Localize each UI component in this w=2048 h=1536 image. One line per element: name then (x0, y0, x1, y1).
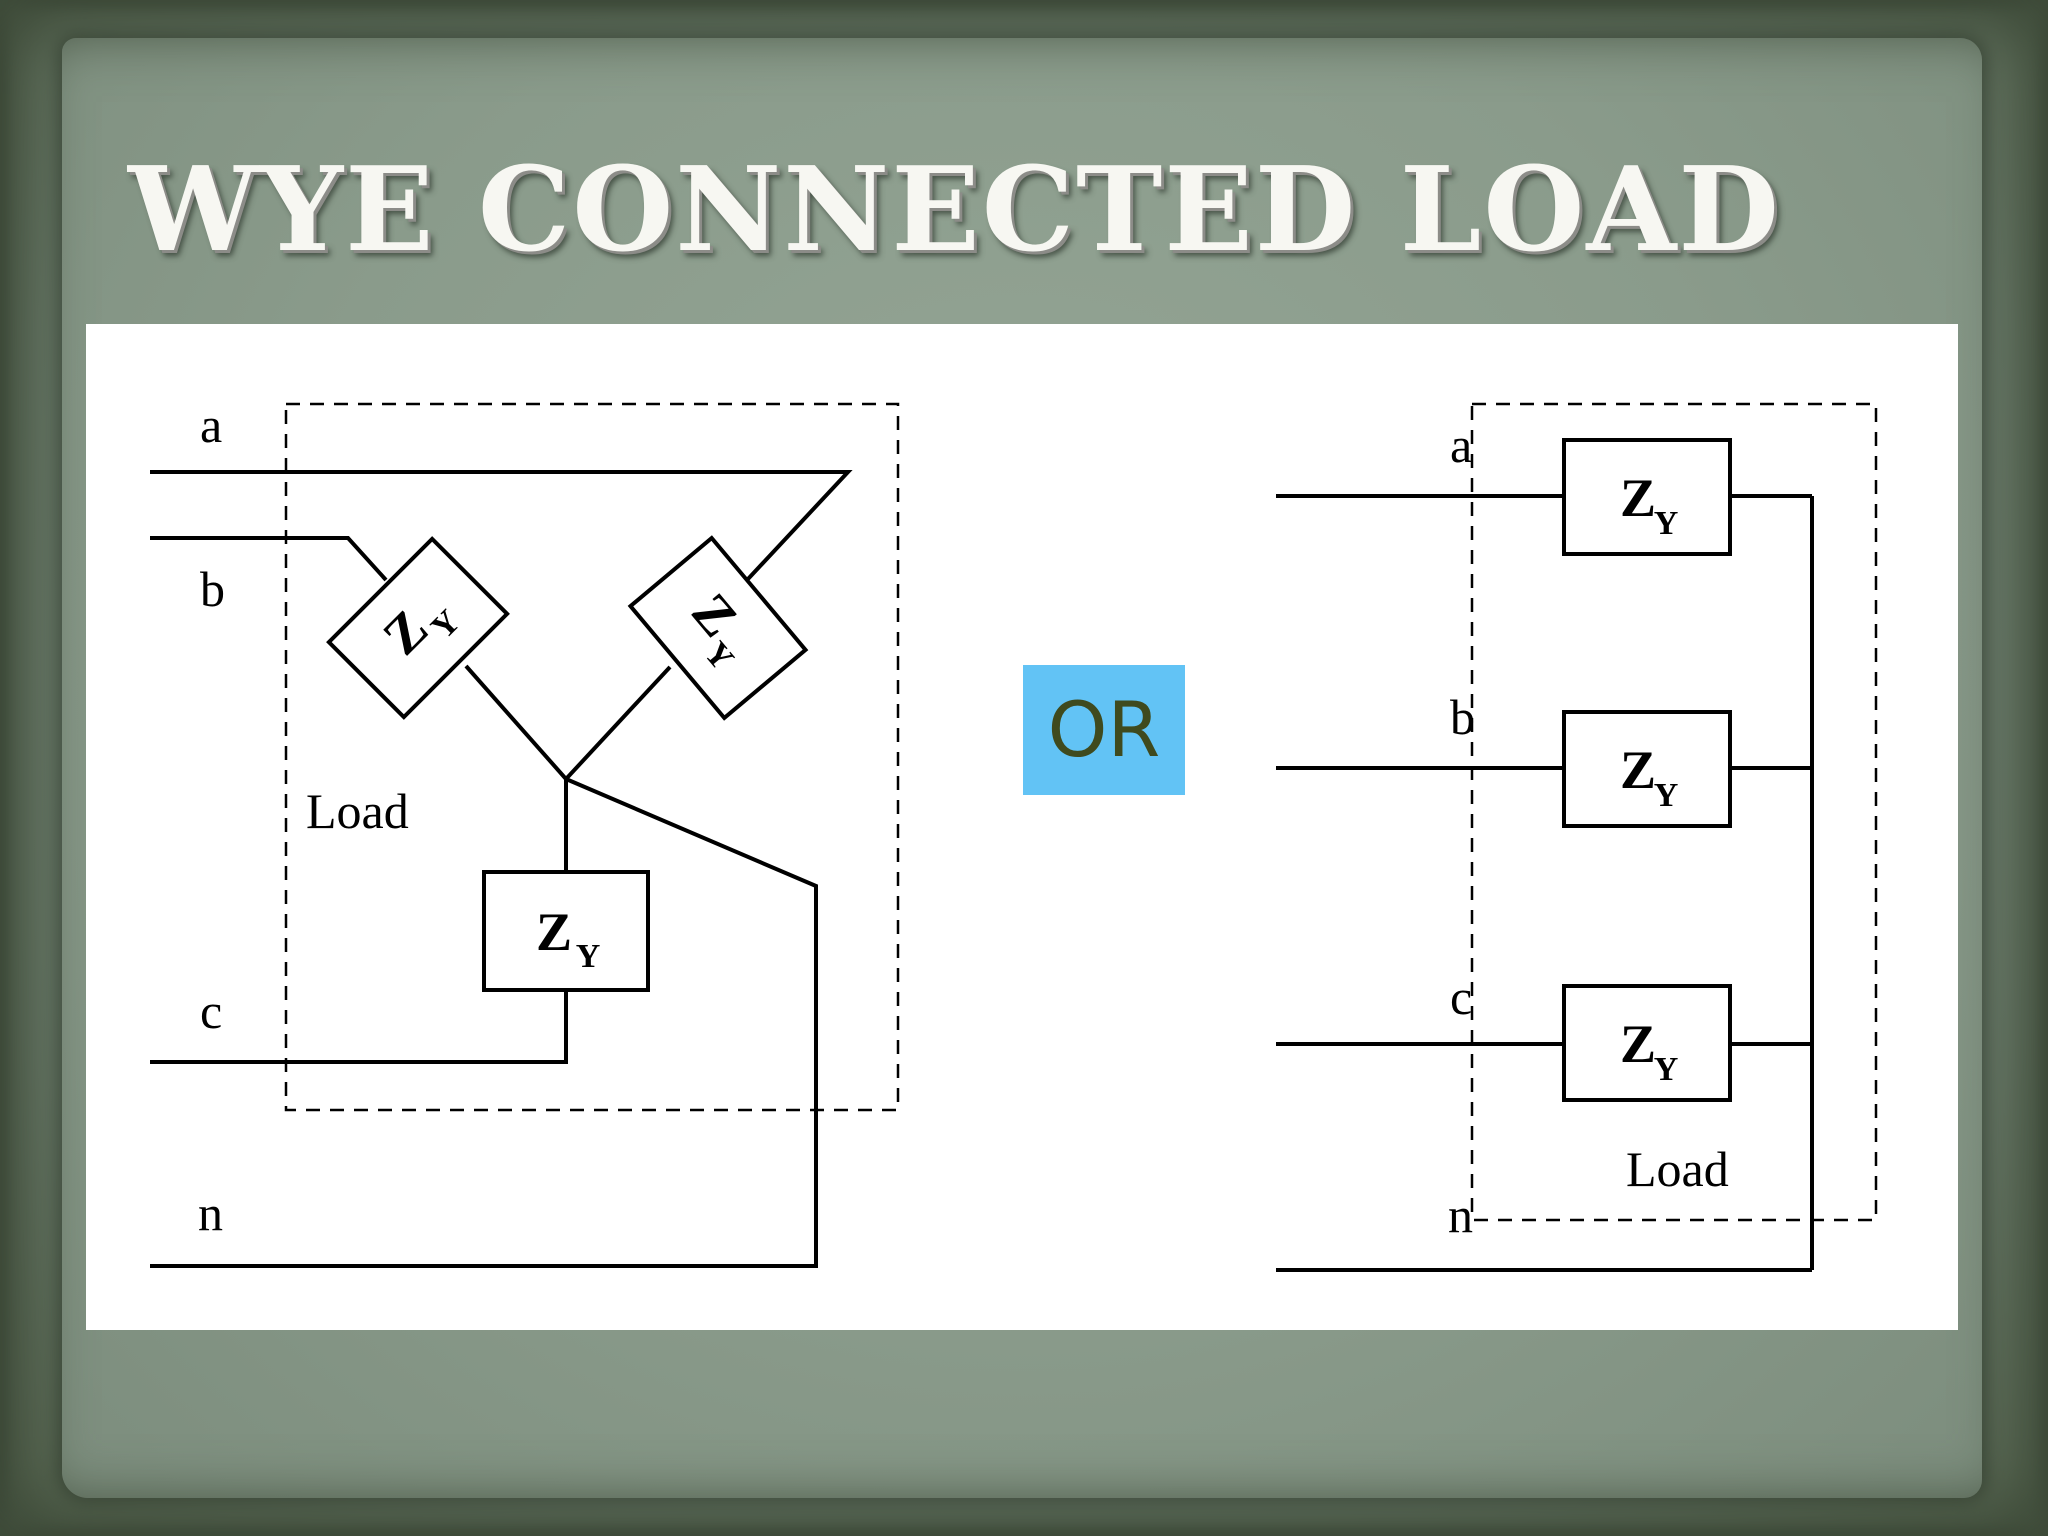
svg-text:Y: Y (576, 938, 601, 975)
left-label-b: b (200, 561, 225, 617)
right-label-c: c (1450, 969, 1472, 1025)
left-load-boundary (284, 402, 900, 1112)
right-label-a: a (1450, 417, 1472, 473)
right-impedance-a: Z Y (1562, 438, 1732, 556)
left-branch-b (464, 664, 568, 781)
right-label-n: n (1448, 1187, 1473, 1243)
left-load-label: Load (306, 783, 409, 839)
svg-text:Y: Y (1654, 505, 1679, 542)
left-wye-diagram: Z Y Z Y Z Y a b c n Load (150, 397, 900, 1268)
or-separator-text: OR (1047, 685, 1161, 774)
left-label-c: c (200, 983, 222, 1039)
left-branch-a (564, 665, 672, 781)
right-load-boundary (1470, 402, 1878, 1222)
right-label-b: b (1450, 689, 1475, 745)
svg-text:Y: Y (1654, 1051, 1679, 1088)
right-wye-diagram: Z Y Z Y Z Y a b c n Load (1276, 402, 1878, 1272)
right-impedance-b: Z Y (1562, 710, 1732, 828)
left-impedance-b: Z Y (326, 536, 510, 720)
svg-text:Z: Z (536, 902, 572, 962)
left-impedance-c: Z Y (482, 870, 650, 992)
right-load-label: Load (1626, 1141, 1729, 1197)
svg-text:Z: Z (1620, 468, 1656, 528)
left-label-n: n (198, 1185, 223, 1241)
left-label-a: a (200, 397, 222, 453)
right-impedance-c: Z Y (1562, 984, 1732, 1102)
left-wire-b (150, 536, 388, 582)
left-wire-n (150, 777, 818, 1268)
slide-title: WYE CONNECTED LOAD (128, 142, 1781, 278)
diagram-panel: Z Y Z Y Z Y a b c n Load (86, 324, 1958, 1330)
or-separator-badge: OR (1023, 665, 1185, 795)
svg-text:Y: Y (1654, 777, 1679, 814)
svg-text:Z: Z (1620, 740, 1656, 800)
left-impedance-a: Z Y (627, 535, 809, 721)
left-wire-c (150, 990, 568, 1064)
left-wire-a (150, 470, 853, 581)
svg-text:Z: Z (1620, 1014, 1656, 1074)
